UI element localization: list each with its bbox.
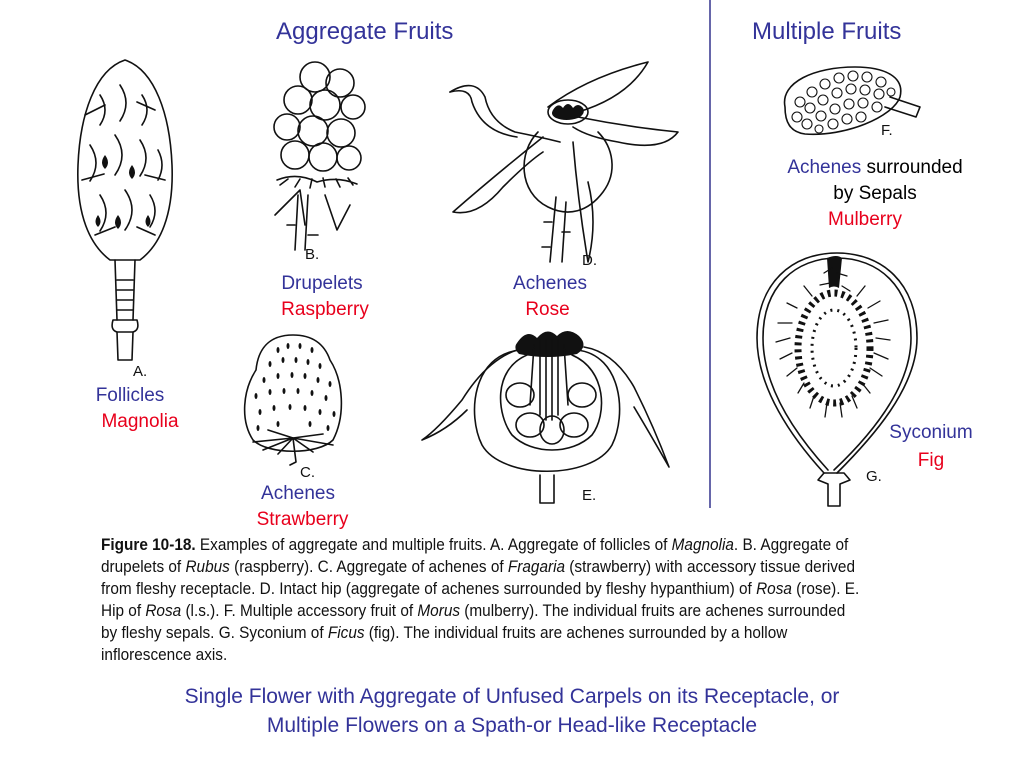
caption-figure-label: Figure 10-18. [101,536,196,554]
label-achenes-mulberry-suffix: surrounded [866,157,963,178]
label-follicles: Follicles [95,385,165,406]
aggregate-fruits-heading: Aggregate Fruits [276,18,454,45]
caption-seg: (fig). The individual fruits are achenes… [101,624,788,664]
label-strawberry: Strawberry [256,509,349,530]
caption-seg: (raspberry). C. Aggregate of achenes of [229,558,508,576]
label-achenes-strawberry: Achenes [261,483,335,504]
figure-letter-c: C. [300,464,315,481]
multiple-fruits-heading: Multiple Fruits [752,18,902,45]
label-mulberry: Mulberry [828,209,902,230]
caption-seg: Examples of aggregate and multiple fruit… [195,536,672,554]
label-syconium: Syconium [889,422,973,443]
caption-seg: (l.s.). F. Multiple accessory fruit of [181,602,418,620]
mulberry-drawing-icon [783,66,921,136]
figure-letter-g: G. [866,468,882,485]
figure-caption: Figure 10-18. Examples of aggregate and … [101,534,864,666]
figure-letter-a: A. [133,363,148,380]
footer-line-2: Multiple Flowers on a Spath-or Head-like… [266,714,758,737]
caption-seg: (rose). E. Hip of [101,580,860,620]
label-rose: Rose [525,299,570,320]
caption-seg-italic: Rubus [185,558,230,576]
label-by-sepals: by Sepals [833,183,917,204]
label-achenes-mulberry: Achenes surrounded [760,155,990,181]
rose-hip-section-drawing-icon [421,331,670,504]
label-fig: Fig [917,450,945,471]
figure-letter-d: D. [582,252,597,269]
caption-seg-italic: Rosa [145,602,182,620]
magnolia-follicles-drawing-icon [77,59,173,361]
caption-seg-italic: Morus [417,602,461,620]
fig-syconium-drawing-icon [756,252,918,507]
caption-seg-italic: Ficus [327,624,365,642]
caption-seg-italic: Fragaria [507,558,566,576]
caption-seg-italic: Rosa [756,580,792,598]
label-achenes-rose: Achenes [513,273,587,294]
caption-seg-italic: Magnolia [671,536,734,554]
label-achenes-mulberry-type: Achenes [787,157,862,178]
caption-seg: (mulberry). The individual fruits are ac… [101,602,846,642]
figure-letter-b: B. [305,246,320,263]
figure-letter-f: F. [881,122,893,139]
raspberry-drupelets-drawing-icon [273,61,366,251]
caption-seg: (strawberry) with accessory tissue deriv… [101,558,855,598]
label-magnolia: Magnolia [101,411,179,432]
section-divider [709,0,711,508]
rose-hip-drawing-icon [449,61,679,263]
caption-seg: . B. Aggregate of drupelets of [101,536,849,576]
label-drupelets: Drupelets [281,273,363,294]
label-raspberry: Raspberry [281,299,369,320]
figure-letter-e: E. [582,487,597,504]
strawberry-achenes-drawing-icon [243,334,343,466]
footer-line-1: Single Flower with Aggregate of Unfused … [184,685,840,708]
footer-summary: Single Flower with Aggregate of Unfused … [60,682,964,740]
